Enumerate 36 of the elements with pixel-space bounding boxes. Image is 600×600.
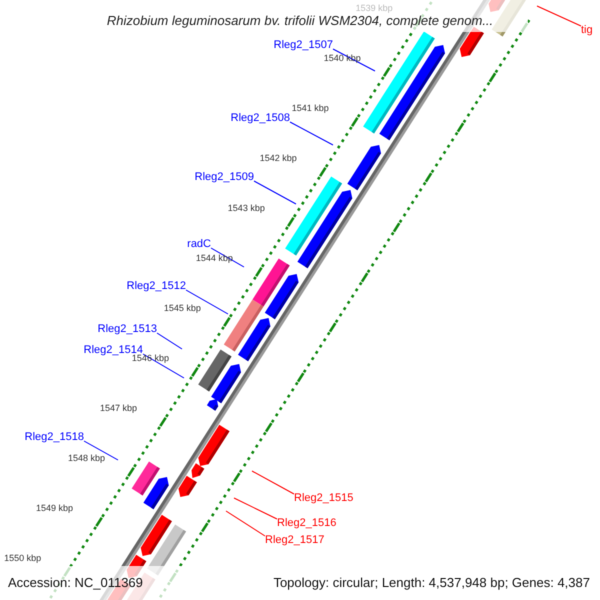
tick-label: 1543 kbp xyxy=(228,204,265,213)
tick-label: 1548 kbp xyxy=(68,454,106,463)
gene-label: Rleg2_1509 xyxy=(194,171,254,183)
gene-label: Rleg2_1512 xyxy=(126,280,186,292)
tick-label: 1547 kbp xyxy=(100,404,137,413)
accession-text: Accession: NC_011369 xyxy=(8,576,143,589)
leader-line xyxy=(84,440,118,460)
tick-label: 1550 kbp xyxy=(4,554,42,563)
tick-label: 1546 kbp xyxy=(132,354,169,363)
gene-label: Rleg2_1515 xyxy=(294,492,354,504)
leader-line xyxy=(156,332,182,350)
tick-label: 1541 kbp xyxy=(292,104,329,113)
tick-label: 1545 kbp xyxy=(164,304,201,313)
gene-label: Rleg2_1517 xyxy=(265,534,324,546)
leader-line xyxy=(290,122,334,146)
leader-line xyxy=(252,470,294,494)
gene-label: Rleg2_1513 xyxy=(98,323,157,335)
gene-label: Rleg2_1514 xyxy=(84,344,143,356)
leader-line xyxy=(332,48,376,72)
tick-label: 1539 kbp xyxy=(356,4,393,13)
leader-line xyxy=(186,290,228,314)
tick-label: 1542 kbp xyxy=(260,154,297,163)
title: Rhizobium leguminosarum bv. trifolii WSM2304, complete genom... xyxy=(106,14,494,27)
gene-label: radC xyxy=(187,238,211,250)
gene-label: Rleg2_1518 xyxy=(24,431,84,443)
gene-label: Rleg2_1516 xyxy=(277,517,336,529)
gene-label: Rleg2_1508 xyxy=(230,112,290,124)
topology-text: Topology: circular; Length: 4,537,948 bp; Genes: 4,387 xyxy=(273,576,590,589)
gene-label: Rleg2_1507 xyxy=(274,39,333,51)
leader-line xyxy=(536,6,582,26)
gene-label: tig xyxy=(581,24,593,36)
leader-line xyxy=(142,354,184,378)
leader-line xyxy=(254,180,296,204)
tick-label: 1549 kbp xyxy=(36,504,74,513)
leader-line xyxy=(234,498,278,520)
leader-line xyxy=(226,510,266,536)
